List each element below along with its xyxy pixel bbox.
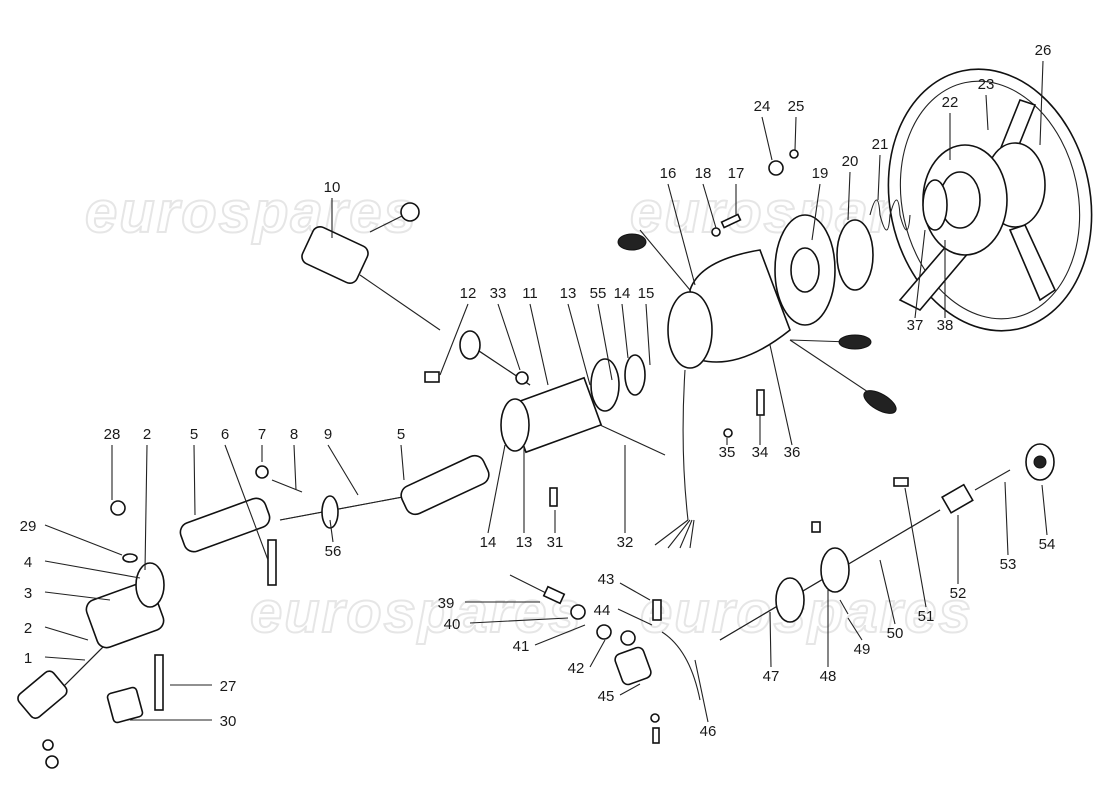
part-label: 19 <box>812 165 829 182</box>
part-label: 2 <box>24 620 32 637</box>
part-label: 28 <box>104 426 121 443</box>
part-label: 44 <box>594 602 611 619</box>
part-label: 47 <box>763 668 780 685</box>
part-label: 29 <box>20 518 37 535</box>
part-label: 8 <box>290 426 298 443</box>
part-label: 20 <box>842 153 859 170</box>
part-label: 10 <box>324 179 341 196</box>
part-label: 50 <box>887 625 904 642</box>
part-label: 32 <box>617 534 634 551</box>
part-label: 22 <box>942 94 959 111</box>
part-label: 26 <box>1035 42 1052 59</box>
part-label: 45 <box>598 688 615 705</box>
leader-lines <box>44 60 1048 723</box>
part-label: 27 <box>220 678 237 695</box>
part-label: 24 <box>754 98 771 115</box>
part-label: 1 <box>24 650 32 667</box>
part-label: 4 <box>24 554 32 571</box>
part-label: 23 <box>978 76 995 93</box>
part-label: 3 <box>24 585 32 602</box>
part-label: 39 <box>438 595 455 612</box>
part-label: 17 <box>728 165 745 182</box>
part-label: 33 <box>490 285 507 302</box>
part-label: 5 <box>397 426 405 443</box>
steering-wheel <box>887 68 1093 332</box>
part-label: 49 <box>854 641 871 658</box>
part-label: 15 <box>638 285 655 302</box>
part-label: 48 <box>820 668 837 685</box>
part-label: 25 <box>788 98 805 115</box>
spring-and-hub <box>774 199 911 326</box>
part-label: 12 <box>460 285 477 302</box>
part-label: 21 <box>872 136 889 153</box>
part-label: 53 <box>1000 556 1017 573</box>
part-label: 14 <box>614 285 631 302</box>
part-label: 43 <box>598 571 615 588</box>
part-label: 35 <box>719 444 736 461</box>
part-label: 7 <box>258 426 266 443</box>
part-label: 2 <box>143 426 151 443</box>
part-label: 16 <box>660 165 677 182</box>
part-label: 11 <box>522 285 538 302</box>
column-housing <box>617 229 897 549</box>
part-label: 52 <box>950 585 967 602</box>
part-label: 42 <box>568 660 585 677</box>
part-label: 6 <box>221 426 229 443</box>
part-label: 31 <box>547 534 564 551</box>
column-tube <box>424 149 1055 744</box>
ignition-lock <box>301 202 441 331</box>
watermark: eurospares <box>85 180 418 245</box>
part-labels: 10 12 33 11 13 55 14 15 16 18 17 24 25 1… <box>20 42 1056 740</box>
part-label: 14 <box>480 534 497 551</box>
part-label: 30 <box>220 713 237 730</box>
intermediate-shaft <box>17 454 490 769</box>
part-label: 13 <box>560 285 577 302</box>
part-label: 55 <box>590 285 607 302</box>
column-bracket <box>459 330 666 456</box>
part-label: 13 <box>516 534 533 551</box>
part-label: 5 <box>190 426 198 443</box>
part-label: 9 <box>324 426 332 443</box>
part-label: 37 <box>907 317 924 334</box>
part-label: 56 <box>325 543 342 560</box>
part-label: 46 <box>700 723 717 740</box>
part-label: 34 <box>752 444 769 461</box>
watermark: eurospares <box>250 580 583 645</box>
part-label: 41 <box>513 638 530 655</box>
part-label: 36 <box>784 444 801 461</box>
part-label: 38 <box>937 317 954 334</box>
part-label: 40 <box>444 616 461 633</box>
part-label: 54 <box>1039 536 1056 553</box>
part-label: 51 <box>918 608 935 625</box>
part-label: 18 <box>695 165 712 182</box>
